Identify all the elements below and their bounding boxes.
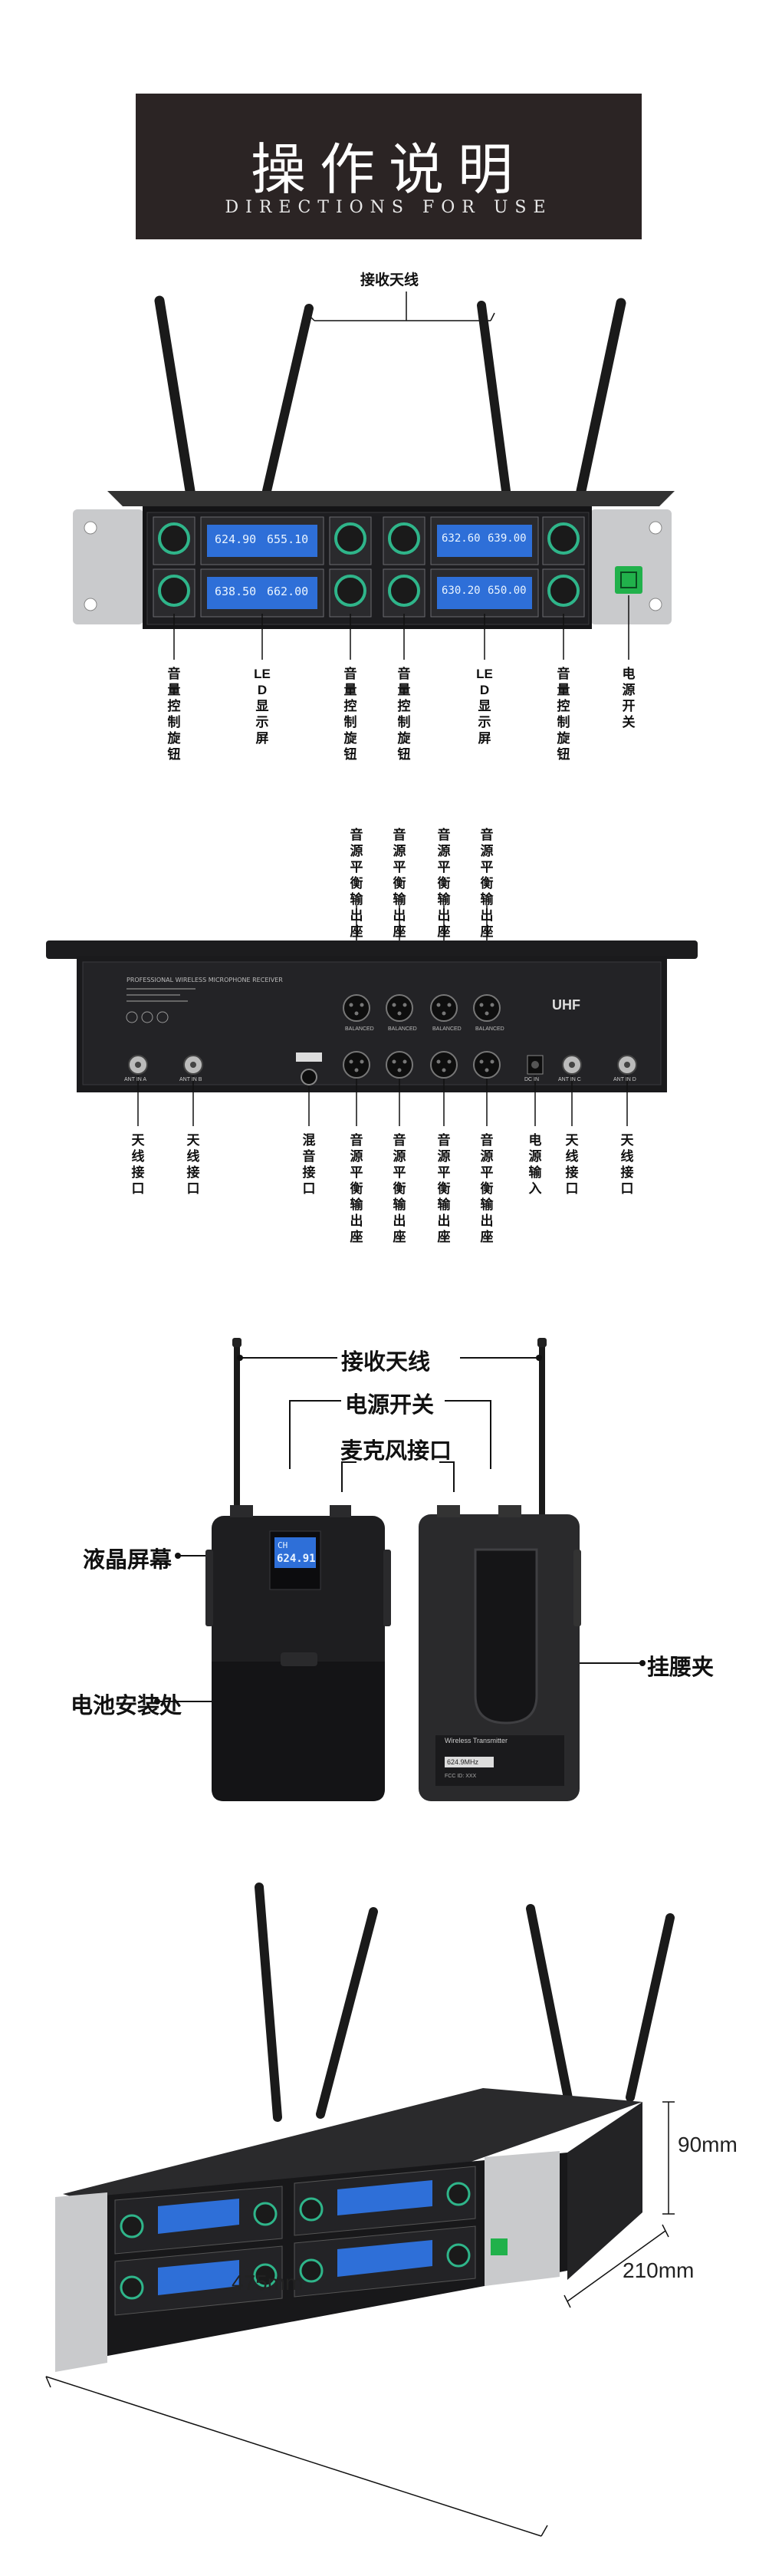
transmitter-lcd-frequency: 624.91 [277,1553,316,1565]
rear-top-label-2: 音源平衡输出座 [393,828,406,939]
transmitter-label-belt-clip: 挂腰夹 [647,1655,715,1680]
lcd-readout-7: 630.20 [442,585,481,597]
lcd-readout-1: 624.90 [215,532,257,546]
rear-balanced-text-3: BALANCED [432,1026,462,1032]
rear-receiver-illustration: PROFESSIONAL WIRELESS MICROPHONE RECEIVE… [46,905,698,1126]
receiver-dimension-illustration [45,1883,675,2537]
rear-label-antenna-1: 天线接口 [131,1133,145,1196]
rear-ant-text-c: ANT IN C [558,1077,581,1082]
rear-label-xlr-4: 音源平衡输出座 [480,1133,494,1244]
lcd-readout-5: 632.60 [442,532,481,545]
rear-ant-text-a: ANT IN A [124,1077,147,1082]
transmitter-label-mic-port: 麦克风接口 [340,1439,452,1464]
rear-label-xlr-1: 音源平衡输出座 [350,1133,363,1244]
page-subtitle: DIRECTIONS FOR USE [225,198,553,217]
rear-top-label-1: 音源平衡输出座 [350,828,363,939]
rear-balanced-text-1: BALANCED [345,1026,374,1032]
rear-ant-text-b: ANT IN B [179,1077,202,1082]
dimension-width-label: 475mm [232,2271,304,2294]
transmitter-back-text-2: 624.9MHz [447,1758,479,1766]
front-label-led-display-2: LED显示屏 [476,667,493,746]
front-receiver-illustration [73,292,675,660]
rear-label-xlr-3: 音源平衡输出座 [437,1133,451,1244]
front-antenna-label: 接收天线 [360,272,419,288]
lcd-readout-2: 655.10 [267,532,309,546]
lcd-readout-6: 639.00 [488,532,527,545]
transmitter-label-lcd: 液晶屏幕 [83,1548,172,1573]
lcd-readout-4: 662.00 [267,585,309,598]
rear-label-antenna-3: 天线接口 [565,1133,579,1196]
front-label-led-display-1: LED显示屏 [254,667,271,746]
transmitter-back-text-1: Wireless Transmitter [445,1737,508,1744]
lcd-readout-8: 650.00 [488,585,527,597]
dimension-depth-label: 210mm [623,2258,695,2282]
rear-dc-in-text: DC IN [524,1077,540,1082]
front-label-volume-knob-3: 音量控制旋钮 [397,667,411,762]
lcd-readout-3: 638.50 [215,585,257,598]
rear-balanced-text-2: BALANCED [388,1026,417,1032]
transmitter-back-text-3: FCC ID: XXX [445,1774,477,1779]
front-label-volume-knob-2: 音量控制旋钮 [343,667,357,762]
transmitter-lcd-channel: CH [278,1540,288,1550]
dimension-height-label: 90mm [678,2133,738,2156]
rear-balanced-text-4: BALANCED [475,1026,504,1032]
transmitter-label-battery: 电池安装处 [71,1694,182,1718]
rear-label-mix-port: 混音接口 [302,1133,316,1196]
rear-label-xlr-2: 音源平衡输出座 [393,1133,406,1244]
transmitter-label-power-switch: 电源开关 [345,1393,435,1418]
front-label-volume-knob-4: 音量控制旋钮 [557,667,570,762]
title-banner: 操作说明 DIRECTIONS FOR USE [136,94,642,239]
transmitter-label-antenna: 接收天线 [341,1350,431,1375]
rear-ant-text-d: ANT IN D [613,1077,636,1082]
page-title: 操作说明 [250,137,527,202]
rear-label-antenna-4: 天线接口 [620,1133,634,1196]
rear-label-power-input: 电源输入 [528,1133,542,1196]
bodypack-transmitter-illustration [154,1338,646,1801]
rear-label-antenna-2: 天线接口 [186,1133,200,1196]
front-label-power-switch: 电源开关 [622,667,636,730]
svg-text:PROFESSIONAL WIRELESS MICROPHO: PROFESSIONAL WIRELESS MICROPHONE RECEIVE… [127,977,283,983]
front-label-volume-knob-1: 音量控制旋钮 [167,667,181,762]
rear-brand-uhf: UHF [552,997,580,1013]
